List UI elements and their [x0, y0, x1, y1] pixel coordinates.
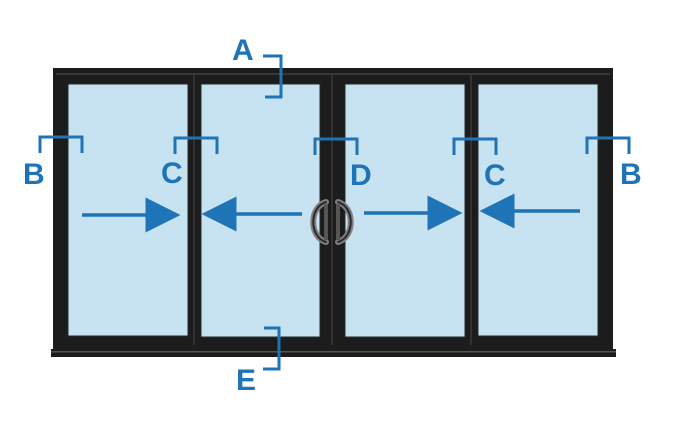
bracket-a: [263, 54, 283, 99]
panel-3-glass: [344, 83, 466, 338]
label-b-left: B: [23, 158, 45, 191]
label-c-left: C: [161, 157, 183, 190]
panel-2-glass: [200, 83, 321, 338]
door-handle-icon: [310, 199, 354, 245]
panel-1-glass: [67, 83, 189, 337]
label-b-right: B: [620, 158, 642, 191]
bracket-c-left: [173, 136, 219, 154]
bracket-d: [313, 137, 359, 155]
label-e: E: [236, 364, 256, 397]
slide-direction-arrows: [82, 193, 580, 233]
bracket-b-left: [38, 135, 84, 153]
label-c-right: C: [484, 159, 506, 192]
sill: [51, 349, 616, 357]
sill-highlight: [51, 351, 616, 353]
callout-labels: A B C D C B E: [23, 34, 642, 397]
bracket-c-right: [452, 137, 498, 155]
label-a: A: [232, 34, 254, 67]
label-d: D: [350, 159, 372, 192]
bracket-e: [263, 326, 281, 371]
bracket-b-right: [585, 136, 631, 154]
callout-brackets: [38, 54, 631, 371]
